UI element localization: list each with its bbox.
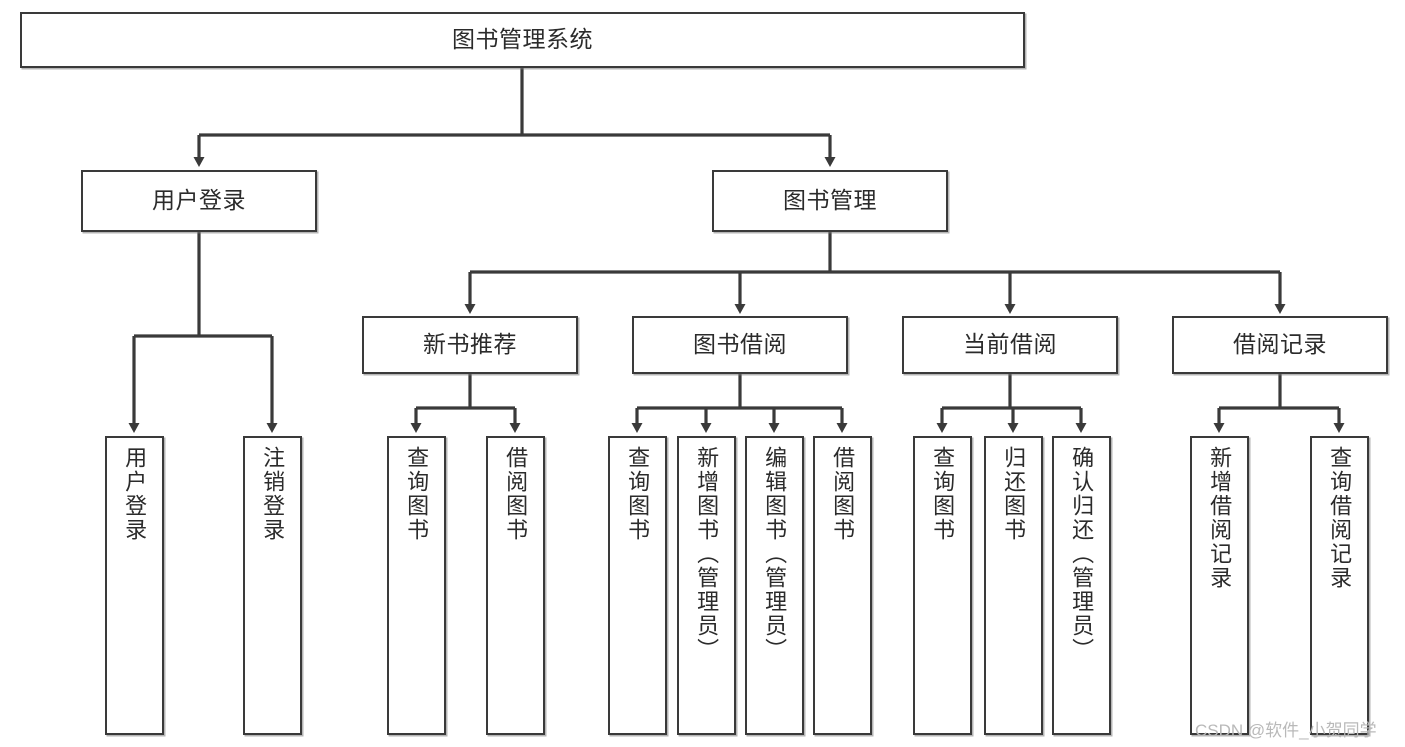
leaf-bb-query-book[interactable]: 查询图书 bbox=[608, 436, 667, 735]
leaf-cb-confirm-return-admin[interactable]: 确认归还（管理员） bbox=[1052, 436, 1111, 735]
leaf-logout[interactable]: 注销登录 bbox=[243, 436, 302, 735]
node-book-borrow[interactable]: 图书借阅 bbox=[632, 316, 848, 374]
leaf-cb-return-book-label: 归还图书 bbox=[1001, 446, 1027, 542]
leaf-bb-borrow-book[interactable]: 借阅图书 bbox=[813, 436, 872, 735]
csdn-watermark: CSDN @软件_小贺同学 bbox=[1195, 721, 1377, 740]
leaf-nb-borrow-book-label: 借阅图书 bbox=[503, 446, 529, 542]
leaf-cb-return-book[interactable]: 归还图书 bbox=[984, 436, 1043, 735]
node-root[interactable]: 图书管理系统 bbox=[20, 12, 1025, 68]
leaf-bb-borrow-book-label: 借阅图书 bbox=[830, 446, 856, 542]
leaf-nb-query-book-label: 查询图书 bbox=[404, 446, 430, 542]
node-new-book-recommend-label: 新书推荐 bbox=[423, 331, 517, 358]
node-current-borrow-label: 当前借阅 bbox=[963, 331, 1057, 358]
leaf-cb-query-book[interactable]: 查询图书 bbox=[913, 436, 972, 735]
node-borrow-record[interactable]: 借阅记录 bbox=[1172, 316, 1388, 374]
leaf-bb-add-book-admin[interactable]: 新增图书（管理员） bbox=[677, 436, 736, 735]
node-borrow-record-label: 借阅记录 bbox=[1233, 331, 1327, 358]
node-root-label: 图书管理系统 bbox=[452, 26, 593, 53]
node-new-book-recommend[interactable]: 新书推荐 bbox=[362, 316, 578, 374]
leaf-cb-query-book-label: 查询图书 bbox=[930, 446, 956, 542]
leaf-user-login-label: 用户登录 bbox=[122, 446, 148, 542]
leaf-br-query-record[interactable]: 查询借阅记录 bbox=[1310, 436, 1369, 735]
node-user-login[interactable]: 用户登录 bbox=[81, 170, 317, 232]
leaf-br-add-record[interactable]: 新增借阅记录 bbox=[1190, 436, 1249, 735]
leaf-nb-borrow-book[interactable]: 借阅图书 bbox=[486, 436, 545, 735]
leaf-br-add-record-label: 新增借阅记录 bbox=[1207, 446, 1233, 590]
leaf-user-login[interactable]: 用户登录 bbox=[105, 436, 164, 735]
node-book-management[interactable]: 图书管理 bbox=[712, 170, 948, 232]
leaf-br-query-record-label: 查询借阅记录 bbox=[1327, 446, 1353, 590]
node-book-management-label: 图书管理 bbox=[783, 187, 877, 214]
node-book-borrow-label: 图书借阅 bbox=[693, 331, 787, 358]
node-current-borrow[interactable]: 当前借阅 bbox=[902, 316, 1118, 374]
leaf-bb-add-book-admin-label: 新增图书（管理员） bbox=[694, 446, 720, 662]
leaf-cb-confirm-return-admin-label: 确认归还（管理员） bbox=[1069, 446, 1095, 662]
leaf-bb-edit-book-admin[interactable]: 编辑图书（管理员） bbox=[745, 436, 804, 735]
leaf-nb-query-book[interactable]: 查询图书 bbox=[387, 436, 446, 735]
node-user-login-label: 用户登录 bbox=[152, 187, 246, 214]
leaf-logout-label: 注销登录 bbox=[260, 446, 286, 542]
leaf-bb-edit-book-admin-label: 编辑图书（管理员） bbox=[762, 446, 788, 662]
leaf-bb-query-book-label: 查询图书 bbox=[625, 446, 651, 542]
